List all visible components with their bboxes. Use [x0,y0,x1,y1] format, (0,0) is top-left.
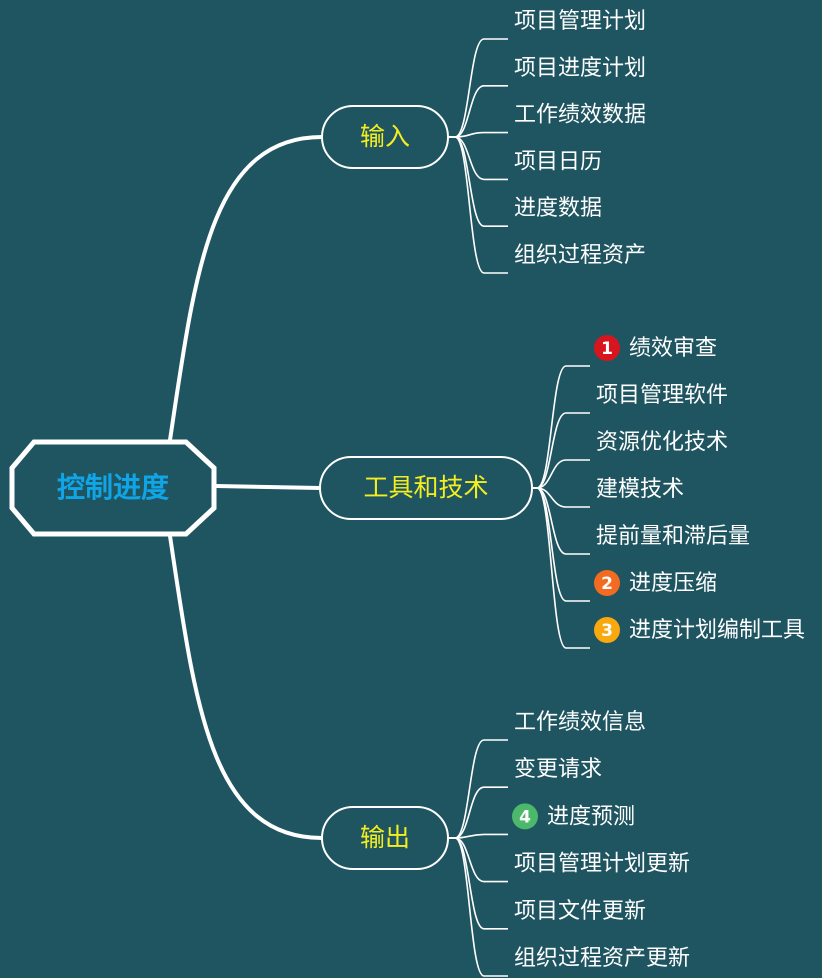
badge-number: 1 [601,339,613,359]
category-label: 工具和技术 [363,473,488,502]
leaf-item[interactable]: 3 进度计划编制工具 [594,617,805,643]
leaf-item[interactable]: 资源优化技术 [596,430,728,455]
priority-badge-icon [594,570,620,596]
leaf-label: 组织过程资产更新 [514,946,690,971]
category-pill [321,105,449,169]
leaf-item[interactable]: 工作绩效信息 [514,710,646,735]
leaf-label: 项目文件更新 [514,899,646,924]
connector-leaf [536,412,567,489]
connector-leaf [536,459,567,489]
category-node-3[interactable]: 输出 [321,806,449,870]
leaf-label: 项目日历 [514,149,602,174]
leaf-label: 进度压缩 [629,571,717,596]
category-pill [319,456,533,520]
badge-number: 2 [601,574,613,594]
connector-leaf [454,136,485,274]
leaf-item[interactable]: 项目管理软件 [596,383,728,408]
leaf-label: 工作绩效信息 [514,710,646,735]
category-node-1[interactable]: 输入 [321,105,449,169]
leaf-label: 组织过程资产 [514,243,646,268]
leaf-item[interactable]: 项目进度计划 [514,56,646,81]
connector-leaf [454,837,485,930]
root-node-frame [9,439,217,537]
branch-connectors [168,38,590,977]
root-node[interactable]: 控制进度 [9,439,217,537]
leaf-label: 工作绩效数据 [514,103,646,128]
leaf-label: 进度计划编制工具 [629,618,805,643]
connector-leaf [454,131,485,138]
leaf-label: 绩效审查 [629,336,717,361]
leaf-label: 进度数据 [514,196,602,221]
priority-badge-icon [594,617,620,643]
connector-leaf [454,837,485,977]
priority-badge-icon [512,803,538,830]
category-node-2[interactable]: 工具和技术 [319,456,533,520]
category-label: 输出 [360,823,410,852]
connector-leaf [454,85,485,138]
category-pill [321,806,449,870]
connector-root-tools [215,484,321,490]
leaf-label: 变更请求 [514,757,602,782]
connector-leaf [454,833,485,839]
leaf-item[interactable]: 变更请求 [514,757,602,782]
connector-root-category-3 [168,535,323,840]
connector-root-category-1 [168,135,323,441]
leaf-item[interactable]: 组织过程资产更新 [514,946,690,971]
leaf-item[interactable]: 进度数据 [514,196,602,221]
connector-leaf [454,136,485,227]
leaf-label: 项目管理计划 [514,9,646,34]
leaf-item[interactable]: 4 进度预测 [512,803,635,830]
connector-leaf [536,487,567,555]
leaf-item[interactable]: 提前量和滞后量 [596,524,750,549]
leaf-item[interactable]: 2 进度压缩 [594,570,717,596]
leaf-label: 资源优化技术 [596,430,728,455]
leaf-label: 项目管理计划更新 [514,852,690,877]
mind-map-nodes: 控制进度 输入 项目管理计划项目进度计划工作绩效数据项目日历进度数据组织过程资产工具… [9,9,805,971]
connector-leaf [454,739,485,839]
leaf-item[interactable]: 项目文件更新 [514,899,646,924]
category-label: 输入 [360,122,410,151]
leaf-item[interactable]: 项目管理计划 [514,9,646,34]
leaf-item[interactable]: 建模技术 [596,477,684,502]
leaf-item[interactable]: 项目管理计划更新 [514,852,690,877]
connector-leaf [536,365,567,489]
leaf-label: 项目进度计划 [514,56,646,81]
leaf-item[interactable]: 工作绩效数据 [514,103,646,128]
root-label: 控制进度 [57,471,169,504]
badge-number: 4 [519,807,531,827]
leaf-label: 进度预测 [547,804,635,829]
priority-badge-icon [594,335,620,361]
leaf-label: 建模技术 [596,477,684,502]
leaf-item[interactable]: 项目日历 [514,149,602,174]
leaf-label: 提前量和滞后量 [596,524,750,549]
connector-leaf [536,487,567,649]
leaf-label: 项目管理软件 [596,383,728,408]
leaf-item[interactable]: 组织过程资产 [514,243,646,268]
badge-number: 3 [601,621,613,641]
leaf-item[interactable]: 1 绩效审查 [594,335,717,361]
connector-leaf [454,38,485,138]
connector-leaf [454,786,485,839]
connector-leaf [536,487,567,602]
